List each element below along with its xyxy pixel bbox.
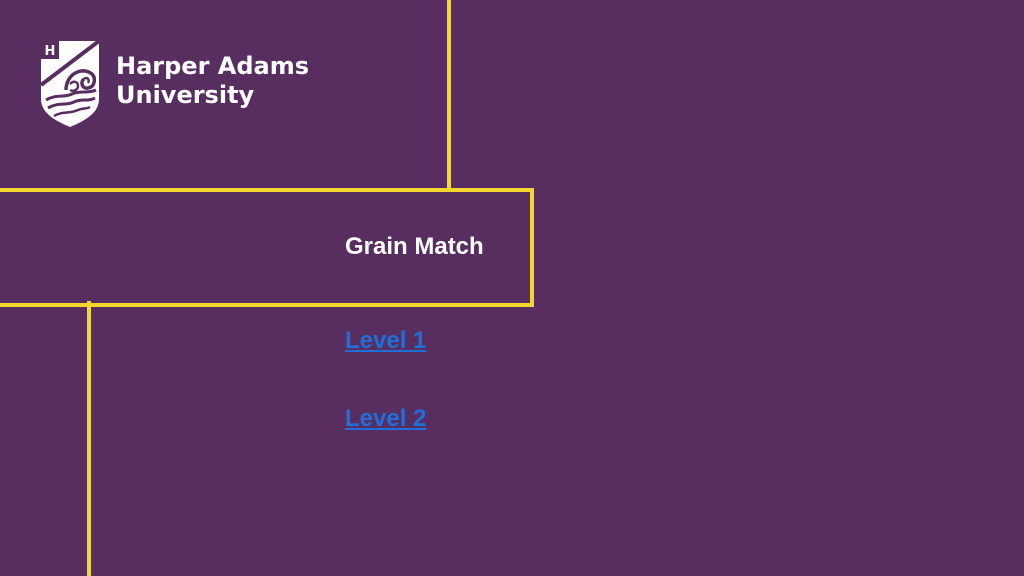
level-2-link[interactable]: Level 2 [345, 405, 427, 432]
top-divider-line [447, 0, 451, 191]
level-1-link[interactable]: Level 1 [345, 327, 427, 354]
university-name-line2: University [116, 81, 255, 109]
title-frame [0, 188, 534, 307]
university-name: Harper Adams University [116, 52, 309, 110]
university-name-line1: Harper Adams [116, 52, 310, 80]
harper-adams-shield-icon: H [40, 40, 100, 127]
slide-title: Grain Match [345, 233, 484, 260]
university-logo: H Harper Adams University [40, 40, 310, 128]
shield-letter: H [45, 44, 56, 59]
bottom-divider-line [87, 301, 91, 576]
